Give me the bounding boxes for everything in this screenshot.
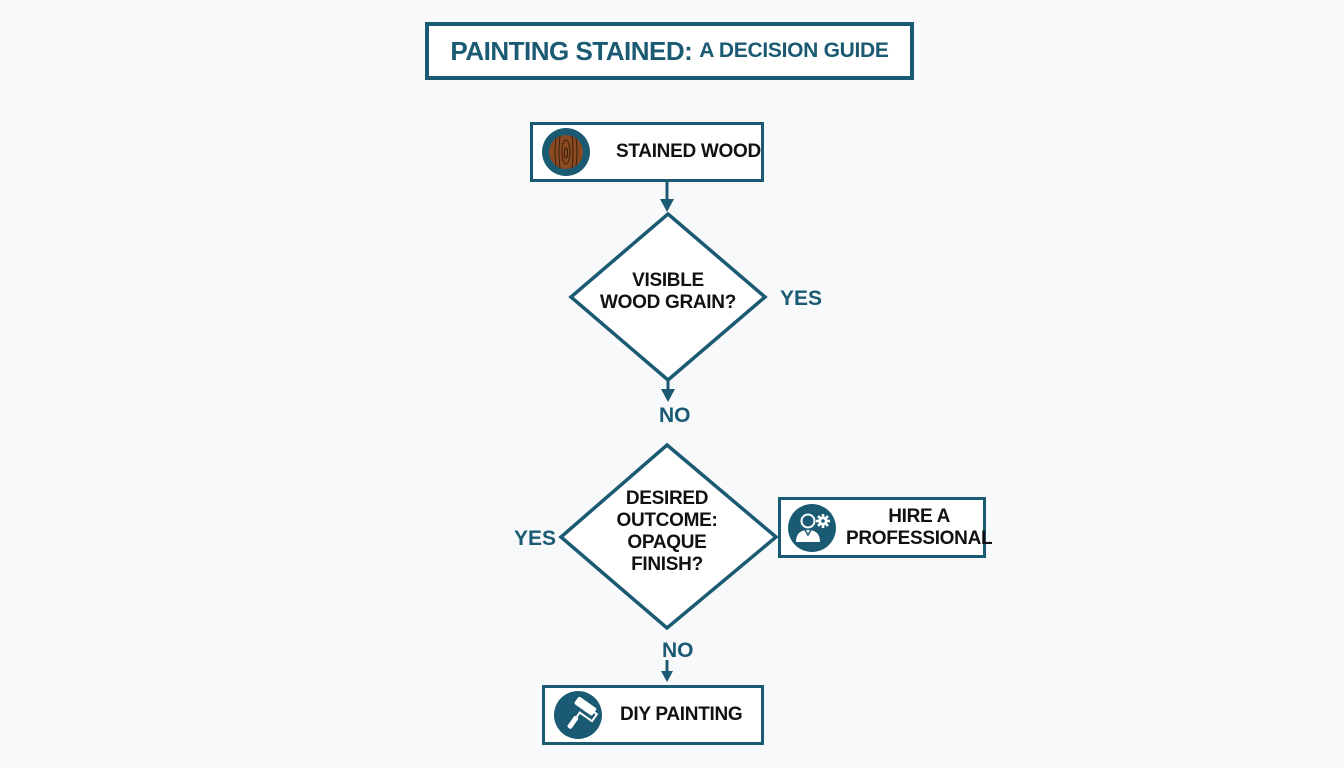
node-diy-painting: DIY PAINTING <box>542 685 764 745</box>
node-label: DIY PAINTING <box>620 704 743 725</box>
decision-1-text: VISIBLE WOOD GRAIN? <box>588 270 748 314</box>
branch-yes-2: YES <box>514 527 557 550</box>
decision-diamond-2 <box>558 442 779 631</box>
professional-gear-icon <box>788 503 836 552</box>
decision-1-line: WOOD GRAIN? <box>599 292 737 313</box>
decision-2-line: DESIRED <box>625 488 709 509</box>
decision-2-text: DESIRED OUTCOME: OPAQUE FINISH? <box>592 488 742 576</box>
hire-line: HIRE A <box>888 505 951 527</box>
hire-line: PROFESSIONAL <box>846 527 993 549</box>
branch-no-1: NO <box>659 404 691 427</box>
node-stained-wood: STAINED WOOD <box>530 122 764 182</box>
decision-2-line: OUTCOME: <box>616 510 718 531</box>
wood-grain-icon <box>542 128 590 176</box>
title-main: PAINTING STAINED: <box>450 35 693 66</box>
title-banner: PAINTING STAINED: A DECISION GUIDE <box>425 22 914 80</box>
title-subtitle: A DECISION GUIDE <box>699 39 889 62</box>
node-label: STAINED WOOD <box>616 141 761 162</box>
node-hire-professional: HIRE A PROFESSIONAL <box>778 497 993 558</box>
branch-yes-1: YES <box>780 287 823 310</box>
decision-2-line: FINISH? <box>631 554 703 575</box>
arrow-head-icon <box>660 199 674 212</box>
decision-2-line: OPAQUE <box>627 532 707 553</box>
node-label: HIRE A PROFESSIONAL <box>846 505 993 550</box>
paint-roller-icon <box>554 691 602 739</box>
branch-no-2: NO <box>662 639 694 662</box>
arrow-head-icon <box>661 389 675 402</box>
arrow-head-icon <box>661 671 673 682</box>
decision-1-line: VISIBLE <box>632 270 704 291</box>
